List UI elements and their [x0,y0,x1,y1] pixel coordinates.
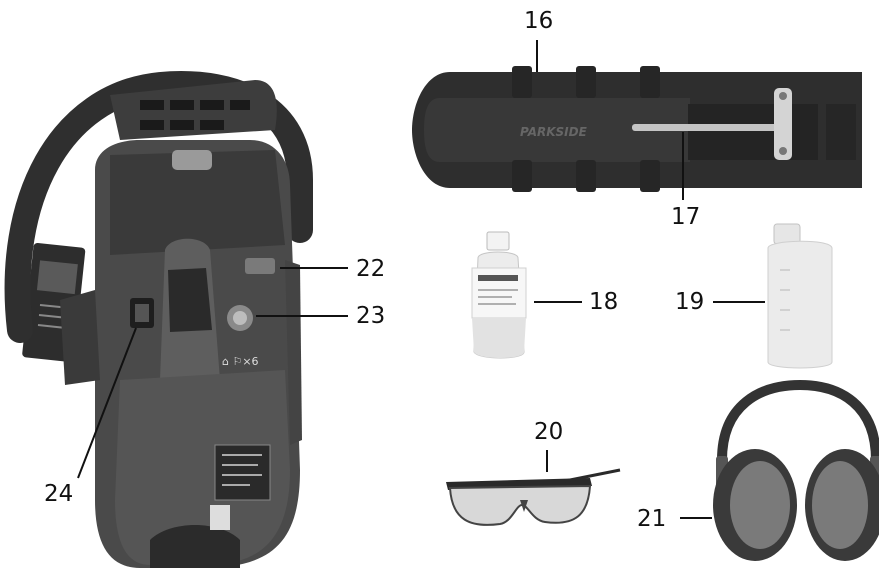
callout-17: 17 [671,204,701,230]
callout-23: 23 [356,303,386,329]
callout-24: 24 [44,481,74,507]
callout-19: 19 [675,289,705,315]
callout-21: 21 [637,506,667,532]
safety-glasses-icon [446,468,621,526]
ear-defenders-icon [713,379,879,561]
callout-16: 16 [524,8,554,34]
guard-brand-text: PARKSIDE [520,125,588,139]
chain-oil-bottle-icon [471,231,527,359]
callout-20: 20 [534,419,564,445]
callout-leader-lines [77,40,765,519]
callout-22: 22 [356,256,386,282]
chainsaw-icon: ⌂ ⚐×6 [4,71,313,568]
svg-text:⌂ ⚐×6: ⌂ ⚐×6 [222,355,259,368]
fuel-mixing-bottle-icon [767,223,833,369]
wrench-icon [632,88,792,160]
callout-18: 18 [589,289,619,315]
